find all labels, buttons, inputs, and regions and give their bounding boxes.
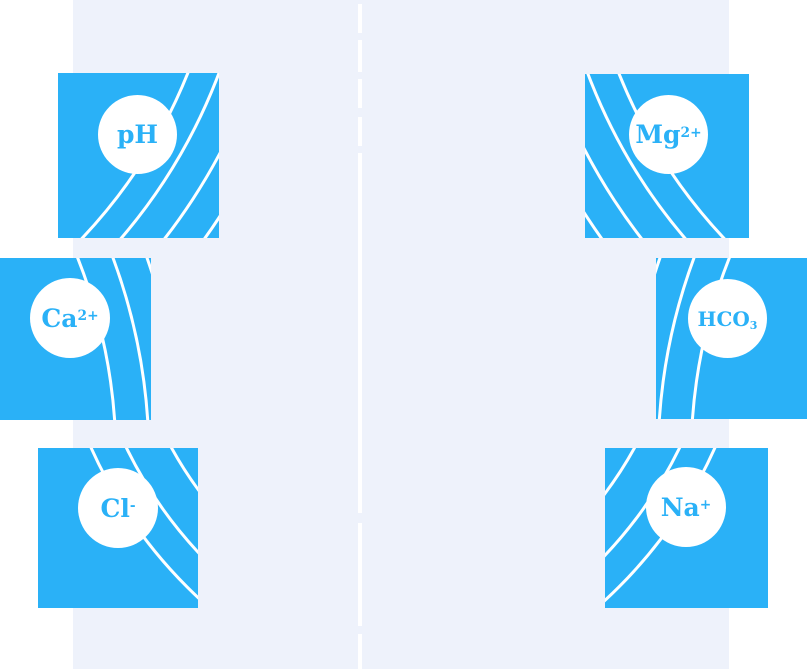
ion-label-circle: HCO3 [688,279,767,358]
ion-label: Ca2+ [41,303,99,333]
ion-label: Na+ [660,492,712,522]
ion-label: HCO3 [697,306,758,333]
ion-label-circle: Mg2+ [629,95,708,174]
ion-label-circle: Ca2+ [30,278,110,358]
center-dashed-divider [358,0,362,669]
ion-tile-cl: Cl- [38,448,198,608]
ion-tile-ca: Ca2+ [0,258,151,420]
ion-label-circle: pH [98,95,177,174]
ion-tile-na: Na+ [605,448,768,608]
ion-tile-mg: Mg2+ [585,74,749,238]
ion-label: pH [116,120,159,149]
ion-label: Mg2+ [635,120,702,149]
ion-label: Cl- [100,493,136,523]
ion-label-circle: Cl- [78,468,158,548]
ion-label-circle: Na+ [646,467,726,547]
ion-tile-ph: pH [58,73,219,238]
ion-tile-hco3: HCO3 [656,258,807,419]
